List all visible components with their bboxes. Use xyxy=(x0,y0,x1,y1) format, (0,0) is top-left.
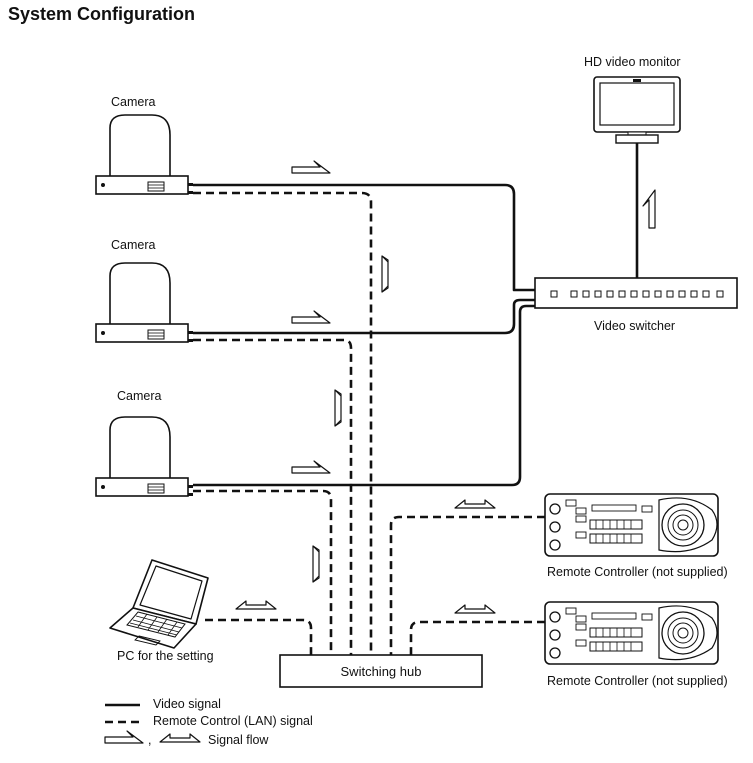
signal-flow-arrow-right-2 xyxy=(291,310,331,324)
pc-label: PC for the setting xyxy=(117,649,214,663)
remote-controller-2 xyxy=(544,601,719,665)
signal-flow-arrow-pc xyxy=(235,600,277,610)
legend-video-label: Video signal xyxy=(153,697,221,711)
controller-1-label: Remote Controller (not supplied) xyxy=(547,565,728,579)
camera-2-label: Camera xyxy=(111,238,156,252)
lan-signal-lines xyxy=(193,191,545,655)
signal-flow-arrow-rc-1 xyxy=(454,499,496,509)
hd-video-monitor xyxy=(593,76,681,144)
video-signal-lines xyxy=(193,143,639,487)
camera-1 xyxy=(95,114,194,195)
controller-2-label: Remote Controller (not supplied) xyxy=(547,674,728,688)
camera-1-label: Camera xyxy=(111,95,156,109)
signal-flow-arrow-bidirectional-1 xyxy=(381,255,389,293)
legend-flow-label: Signal flow xyxy=(208,733,269,747)
signal-flow-arrow-up xyxy=(642,189,656,229)
signal-flow-arrow-right-3 xyxy=(291,460,331,474)
monitor-label: HD video monitor xyxy=(584,55,681,69)
signal-flow-arrow-right-1 xyxy=(291,160,331,174)
diagram-title: System Configuration xyxy=(8,4,196,24)
legend-lan-label: Remote Control (LAN) signal xyxy=(153,714,313,728)
legend-separator: , xyxy=(148,733,152,747)
camera-3 xyxy=(95,416,194,497)
laptop-pc xyxy=(109,559,209,649)
hub-label: Switching hub xyxy=(340,663,422,679)
switcher-label: Video switcher xyxy=(594,319,676,333)
video-switcher xyxy=(534,277,738,309)
camera-3-label: Camera xyxy=(117,389,162,403)
signal-flow-arrow-bidirectional-3 xyxy=(312,545,320,583)
legend-arrow-double xyxy=(159,733,201,743)
legend-arrow-right xyxy=(104,730,144,744)
signal-flow-arrow-bidirectional-2 xyxy=(334,389,342,427)
switching-hub xyxy=(279,654,483,688)
camera-2 xyxy=(95,262,194,343)
signal-flow-arrow-rc-2 xyxy=(454,604,496,614)
remote-controller-1 xyxy=(544,493,719,557)
